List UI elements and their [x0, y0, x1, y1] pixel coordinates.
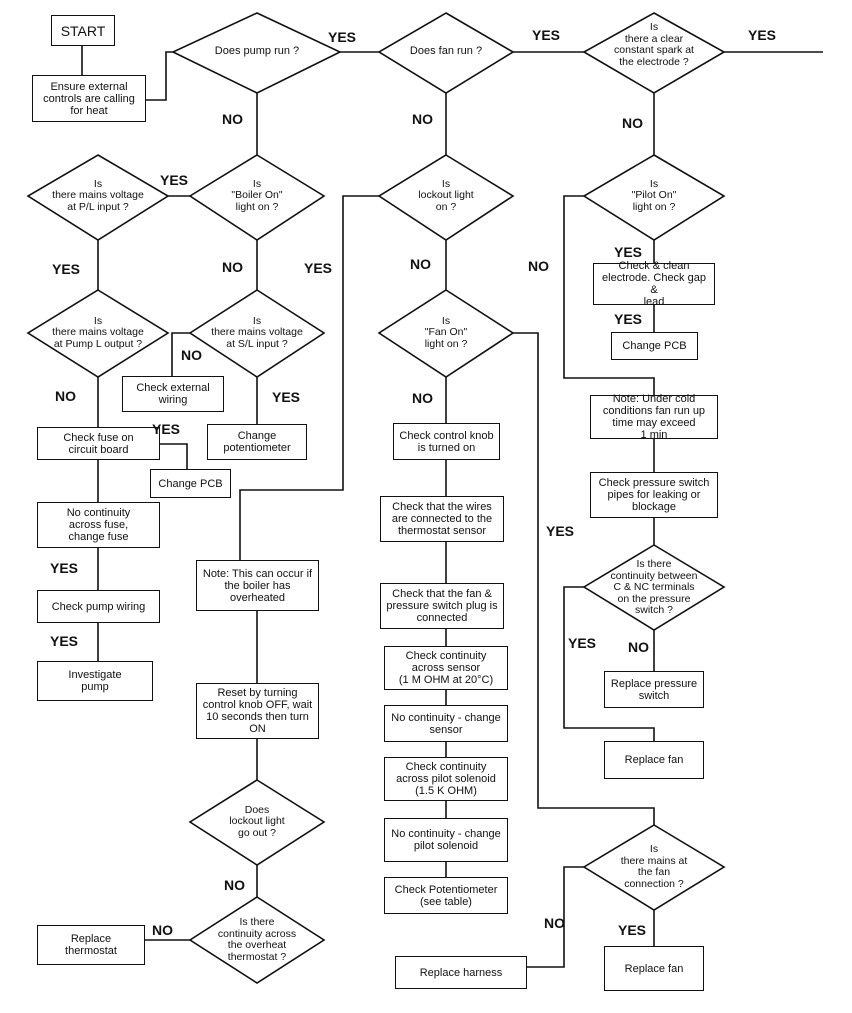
label-no-mains-fan-conn: NO [544, 915, 565, 931]
note-overheated-box[interactable]: Note: This can occur if the boiler has o… [196, 560, 319, 611]
check-potentiometer-box[interactable]: Check Potentiometer (see table) [384, 877, 508, 914]
conn-mainssl-extwiring [171, 332, 190, 377]
replace-fan-top-box[interactable]: Replace fan [604, 741, 704, 779]
no-continuity-solenoid-box[interactable]: No continuity - change pilot solenoid [384, 818, 508, 862]
label-no-continuity-cnc: NO [628, 639, 649, 655]
diamond-pilot-on-text[interactable]: Is "Pilot On" light on ? [631, 177, 677, 213]
conn-pilot-no-note [563, 195, 655, 396]
diamond-spark-text[interactable]: Is there a clear constant spark at the e… [614, 21, 694, 68]
diamond-fan-on-text[interactable]: Is "Fan On" light on ? [424, 314, 468, 350]
label-no-fan-run: NO [412, 111, 433, 127]
diamond-mains-sl-text[interactable]: Is there mains voltage at S/L input ? [211, 314, 303, 350]
label-no-mains-pump-l: NO [55, 388, 76, 404]
label-no-continuity-overheat: NO [152, 922, 173, 938]
replace-thermostat-box[interactable]: Replace thermostat [37, 925, 145, 965]
diamond-mains-fan-conn-text[interactable]: Is there mains at the fan connection ? [620, 843, 688, 890]
label-yes-mains-sl: YES [272, 389, 301, 405]
label-yes-no-continuity: YES [50, 560, 79, 576]
check-pump-wiring-box[interactable]: Check pump wiring [37, 590, 160, 623]
investigate-pump-box[interactable]: Investigate pump [37, 661, 153, 701]
label-yes-continuity-cnc: YES [568, 635, 597, 651]
label-no-boiler-on: NO [222, 259, 243, 275]
label-yes-pilot-on: YES [614, 244, 643, 260]
check-pressure-pipes-box[interactable]: Check pressure switch pipes for leaking … [590, 472, 718, 518]
label-no-mains-sl: NO [181, 347, 202, 363]
diamond-continuity-overheat [188, 896, 326, 984]
change-pcb-right-box[interactable]: Change PCB [611, 332, 698, 360]
label-yes-fuse: YES [152, 421, 181, 437]
replace-harness-box[interactable]: Replace harness [395, 956, 527, 989]
label-yes-boiler-on: YES [160, 172, 189, 188]
label-no-lockout-go-out: NO [224, 877, 245, 893]
label-no-pump-run: NO [222, 111, 243, 127]
label-yes-pump-wiring: YES [50, 633, 79, 649]
check-electrode-box[interactable]: Check & clean electrode. Check gap & lea… [593, 260, 715, 308]
replace-pressure-switch-box[interactable]: Replace pressure switch [604, 671, 704, 708]
conn-cnc-yes-fan [563, 586, 655, 742]
ensure-controls-box[interactable]: Ensure external controls are calling for… [32, 75, 146, 122]
replace-fan-bottom-box[interactable]: Replace fan [604, 946, 704, 991]
diamond-boiler-on-text[interactable]: Is "Boiler On" light on ? [231, 177, 283, 213]
diamond-lockout-light-text[interactable]: Is lockout light on ? [418, 177, 474, 213]
start-box[interactable]: START [51, 15, 115, 46]
reset-knob-box[interactable]: Reset by turning control knob OFF, wait … [196, 683, 319, 739]
no-continuity-fuse-box[interactable]: No continuity across fuse, change fuse [37, 502, 160, 548]
diamond-mains-pl-text[interactable]: Is there mains voltage at P/L input ? [52, 177, 144, 213]
label-yes-fan-run: YES [532, 27, 561, 43]
conn-fuse-pcb [159, 443, 188, 470]
diamond-continuity-cnc-text[interactable]: Is there continuity between C & NC termi… [610, 558, 698, 617]
check-sensor-box[interactable]: Check continuity across sensor (1 M OHM … [384, 646, 508, 690]
label-no-fan-on: NO [412, 390, 433, 406]
label-no-pilot-on: NO [528, 258, 549, 274]
conn-lockout-yes-note [239, 195, 379, 561]
diamond-lockout-go-out-text[interactable]: Does lockout light go out ? [229, 803, 285, 839]
label-no-spark: NO [622, 115, 643, 131]
no-continuity-sensor-box[interactable]: No continuity - change sensor [384, 705, 508, 742]
diamond-pump-run-text[interactable]: Does pump run ? [214, 45, 300, 58]
label-no-lockout-light: NO [410, 256, 431, 272]
conn-ensure-pump [145, 51, 173, 101]
check-fuse-box[interactable]: Check fuse on circuit board [37, 427, 160, 460]
diamond-fan-run-text[interactable]: Does fan run ? [409, 45, 483, 58]
label-yes-pump-run: YES [328, 29, 357, 45]
check-pilot-solenoid-box[interactable]: Check continuity across pilot solenoid (… [384, 757, 508, 801]
label-yes-electrode: YES [614, 311, 643, 327]
diamond-mains-pump-l-text[interactable]: Is there mains voltage at Pump L output … [52, 314, 144, 350]
conn-fanconn-harness [527, 866, 584, 968]
label-yes-mains-pl: YES [52, 261, 81, 277]
label-yes-lockout-light: YES [304, 260, 333, 276]
change-potentiometer-box[interactable]: Change potentiometer [207, 424, 307, 460]
conn-fanon-yes-fanconn [513, 332, 655, 825]
label-yes-fan-on: YES [546, 523, 575, 539]
label-yes-mains-fan-conn: YES [618, 922, 647, 938]
check-fan-plug-box[interactable]: Check that the fan & pressure switch plu… [380, 583, 504, 629]
change-pcb-left-box[interactable]: Change PCB [150, 469, 231, 498]
check-wires-thermostat-box[interactable]: Check that the wires are connected to th… [380, 496, 504, 542]
diamond-continuity-overheat-text[interactable]: Is there continuity across the overheat … [217, 916, 297, 963]
note-cold-box[interactable]: Note: Under cold conditions fan run up t… [590, 393, 718, 441]
check-external-wiring-box[interactable]: Check external wiring [122, 376, 224, 412]
label-yes-spark: YES [748, 27, 777, 43]
check-knob-box[interactable]: Check control knob is turned on [393, 423, 500, 460]
